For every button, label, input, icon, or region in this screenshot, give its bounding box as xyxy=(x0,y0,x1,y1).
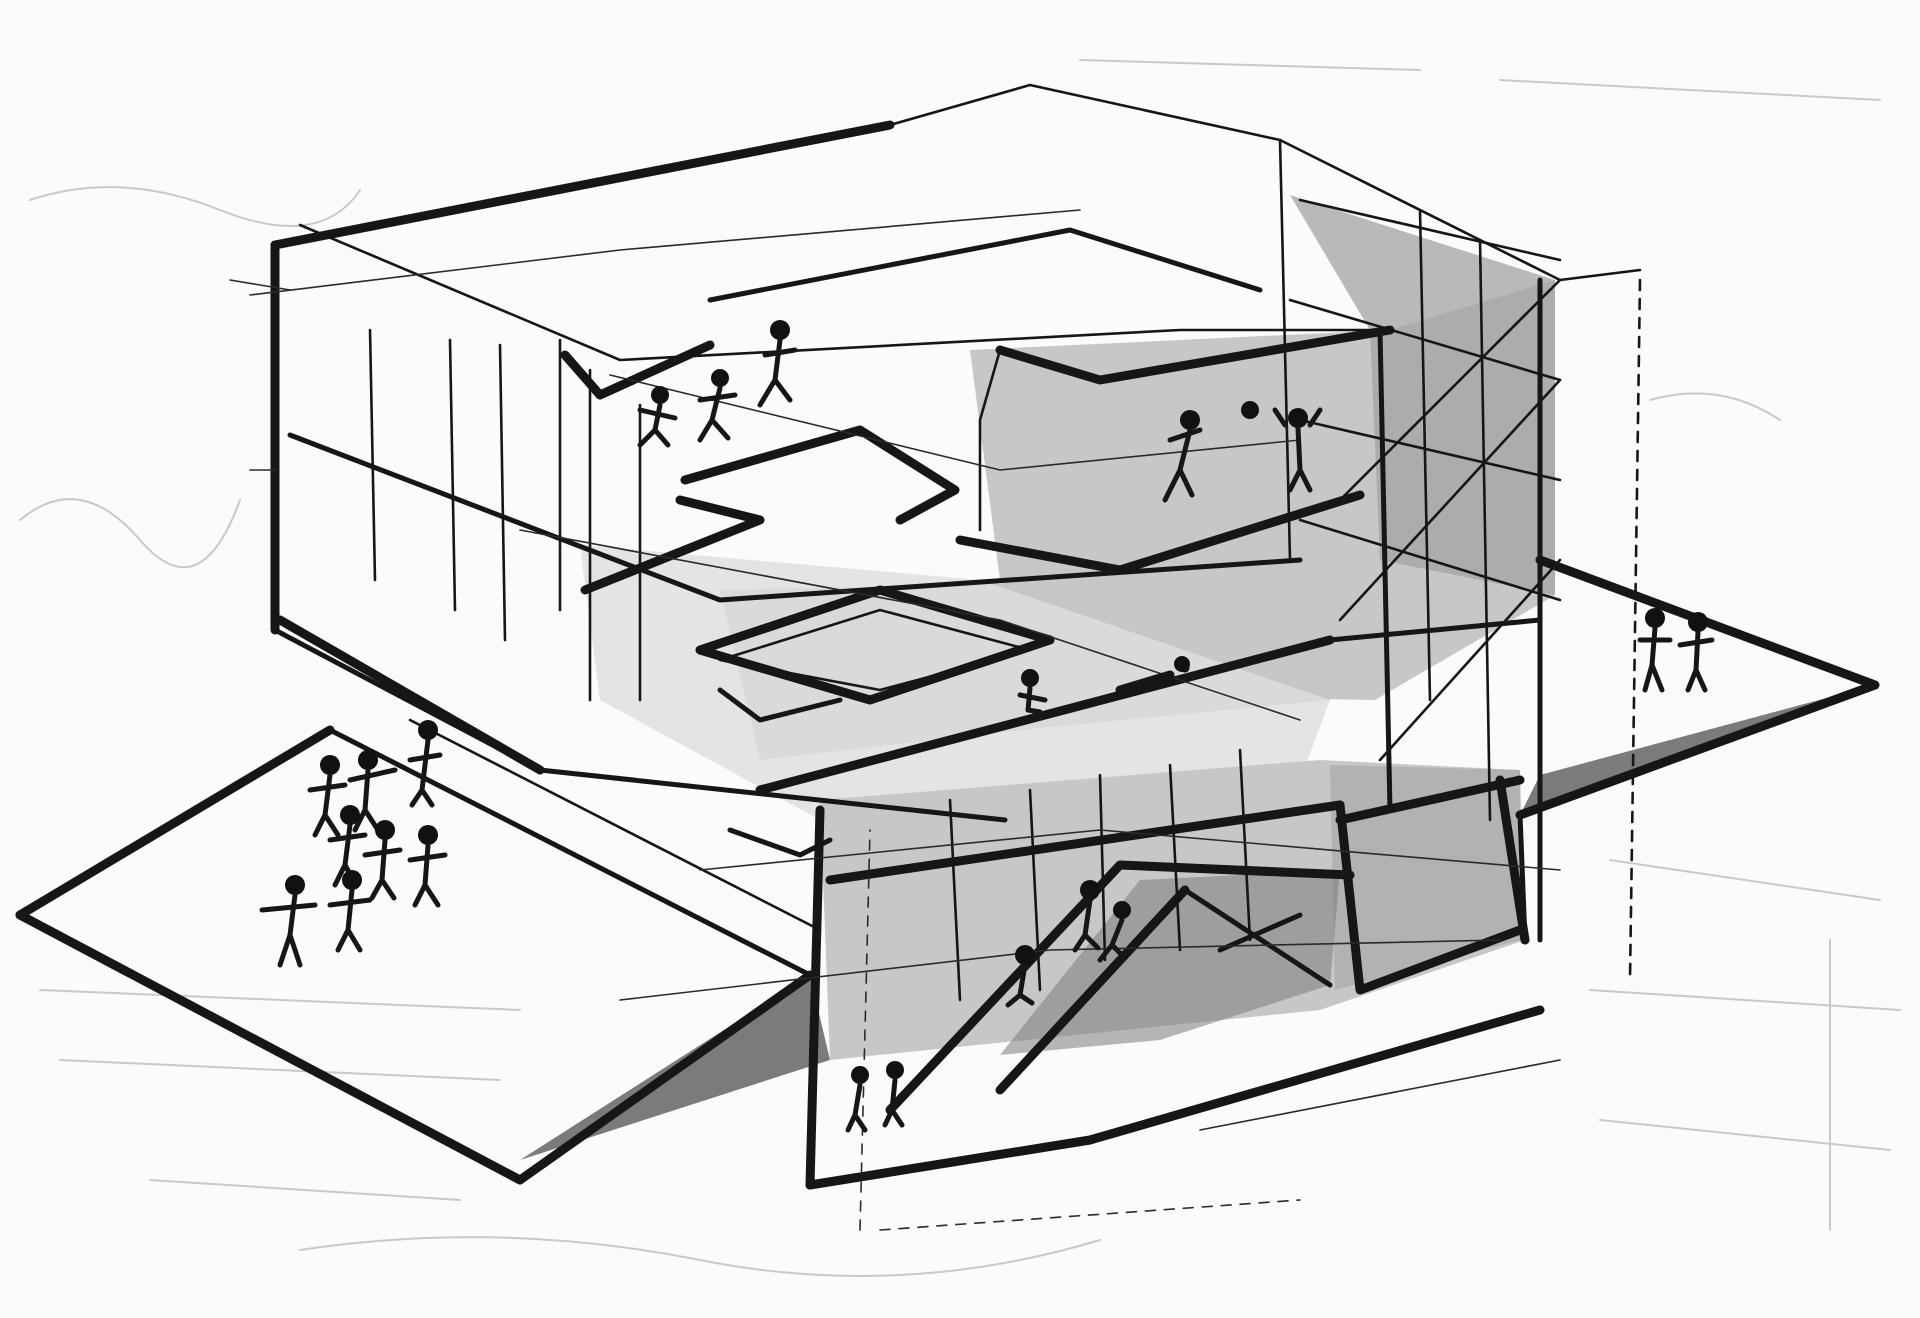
figure-group-plaza xyxy=(259,720,448,968)
building-outline xyxy=(15,83,1880,1231)
figures-terrace-right xyxy=(1637,608,1715,693)
figures-ramp xyxy=(845,880,1131,1133)
figures-floor-2 xyxy=(1017,656,1190,715)
background-ghost-lines xyxy=(19,59,1901,1277)
people-figures xyxy=(259,320,1715,1133)
figure-group-upper-right xyxy=(1162,401,1323,503)
shading xyxy=(520,195,1875,1160)
figure-group-upper-left xyxy=(637,320,798,448)
